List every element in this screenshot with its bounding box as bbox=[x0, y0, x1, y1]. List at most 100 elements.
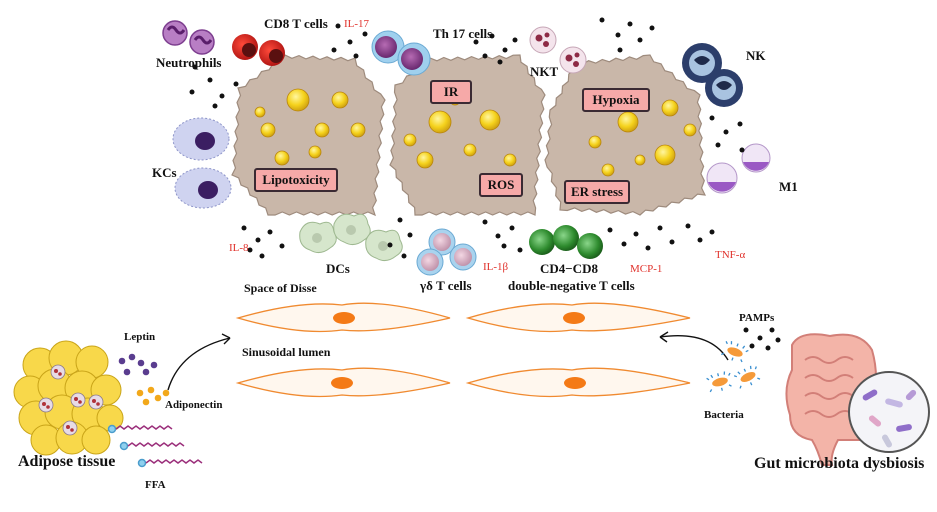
cytokine-dot bbox=[775, 337, 781, 343]
cytokine-dot bbox=[633, 231, 639, 237]
lipid-droplet bbox=[601, 163, 615, 177]
cytokine-dot bbox=[649, 25, 655, 31]
cytokine-dot bbox=[362, 31, 368, 37]
label-tnfa: TNF-α bbox=[715, 249, 746, 261]
cytokine-dots bbox=[189, 17, 781, 351]
lipid-droplet bbox=[463, 143, 477, 157]
cytokine-dot bbox=[509, 225, 515, 231]
lipid-droplet bbox=[286, 88, 310, 112]
adipose-macrophage bbox=[38, 397, 54, 413]
cytokine-dot bbox=[739, 147, 745, 153]
double-negative-t-cells bbox=[529, 225, 603, 259]
cytokine-dot bbox=[502, 47, 508, 53]
lipid-droplet bbox=[479, 109, 501, 131]
label-space-of-disse: Space of Disse bbox=[244, 281, 317, 295]
lipid-droplet bbox=[314, 122, 330, 138]
cytokine-dot bbox=[482, 53, 488, 59]
cytokine-dot bbox=[769, 327, 775, 333]
cytokine-dot bbox=[615, 32, 621, 38]
ffa-molecules bbox=[107, 424, 203, 468]
neutrophils-cells bbox=[162, 20, 215, 55]
cytokine-dot bbox=[607, 227, 613, 233]
lipid-droplet bbox=[260, 122, 276, 138]
label-nk: NK bbox=[746, 48, 766, 63]
tag-ir: IR bbox=[430, 80, 472, 104]
m1-macrophages bbox=[706, 143, 771, 194]
label-double-negative-t-cells: double-negative T cells bbox=[508, 278, 635, 293]
label-il17: IL-17 bbox=[344, 18, 370, 30]
cytokine-dot bbox=[241, 225, 247, 231]
nk-cells bbox=[682, 43, 743, 107]
lipid-droplet bbox=[308, 145, 322, 159]
tag-lipotoxicity: Lipotoxicity bbox=[254, 168, 338, 192]
cytokine-dot bbox=[749, 343, 755, 349]
lipid-droplet bbox=[683, 123, 697, 137]
cytokine-dot bbox=[685, 223, 691, 229]
th17-cells bbox=[371, 30, 431, 76]
cytokine-dot bbox=[517, 247, 523, 253]
lipid-droplet bbox=[428, 110, 452, 134]
cytokine-dot bbox=[407, 232, 413, 238]
lipid-droplet bbox=[634, 154, 646, 166]
cytokine-dot bbox=[212, 103, 218, 109]
label-cd4-cd8: CD4−CD8 bbox=[540, 261, 598, 276]
label-adiponectin: Adiponectin bbox=[165, 399, 223, 411]
label-bacteria: Bacteria bbox=[704, 409, 744, 421]
cytokine-dot bbox=[709, 229, 715, 235]
cytokine-dot bbox=[247, 247, 253, 253]
label-sinusoidal-lumen: Sinusoidal lumen bbox=[242, 345, 331, 359]
tag-er-stress: ER stress bbox=[564, 180, 630, 204]
cytokine-dot bbox=[495, 233, 501, 239]
adipose-macrophage bbox=[50, 364, 66, 380]
lipid-droplet bbox=[654, 144, 676, 166]
cytokine-dot bbox=[621, 241, 627, 247]
cytokine-dot bbox=[599, 17, 605, 23]
title-adipose-tissue: Adipose tissue bbox=[18, 453, 116, 470]
cytokine-dot bbox=[387, 242, 393, 248]
lipid-droplet bbox=[403, 133, 417, 147]
cytokine-dot bbox=[189, 89, 195, 95]
cytokine-dot bbox=[347, 39, 353, 45]
cytokine-dot bbox=[219, 93, 225, 99]
cytokine-dot bbox=[259, 253, 265, 259]
cytokine-dot bbox=[279, 243, 285, 249]
adipose-macrophage bbox=[62, 420, 78, 436]
cytokine-dot bbox=[697, 237, 703, 243]
tag-ros: ROS bbox=[479, 173, 523, 197]
cytokine-dot bbox=[255, 237, 261, 243]
cytokine-dot bbox=[482, 219, 488, 225]
label-il8: IL-8 bbox=[229, 242, 249, 254]
title-gut-microbiota-dysbiosis: Gut microbiota dysbiosis bbox=[754, 455, 925, 472]
lipid-droplet bbox=[588, 135, 602, 149]
cytokine-dot bbox=[501, 243, 507, 249]
adipose-macrophage bbox=[88, 394, 104, 410]
cytokine-dot bbox=[627, 21, 633, 27]
cytokine-dot bbox=[757, 335, 763, 341]
lipid-droplet bbox=[274, 150, 290, 166]
lipid-droplet bbox=[331, 91, 349, 109]
cytokine-dot bbox=[637, 37, 643, 43]
cytokine-dot bbox=[331, 47, 337, 53]
cytokine-dot bbox=[657, 225, 663, 231]
leptin-dots bbox=[118, 353, 158, 376]
label-gamma-delta-t-cells: γδ T cells bbox=[420, 278, 472, 293]
label-dcs: DCs bbox=[326, 261, 350, 276]
cytokine-dot bbox=[512, 37, 518, 43]
label-ffa: FFA bbox=[145, 479, 166, 491]
label-nkt: NKT bbox=[530, 64, 559, 79]
label-leptin: Leptin bbox=[124, 331, 156, 343]
lipid-droplet bbox=[661, 99, 679, 117]
cytokine-dot bbox=[715, 142, 721, 148]
cytokine-dot bbox=[233, 81, 239, 87]
lipid-droplet bbox=[617, 111, 639, 133]
cd8-t-cells bbox=[232, 34, 285, 66]
arrows bbox=[167, 331, 729, 391]
label-kcs: KCs bbox=[152, 165, 177, 180]
cytokine-dot bbox=[737, 121, 743, 127]
cytokine-dot bbox=[497, 59, 503, 65]
cytokine-dot bbox=[335, 23, 341, 29]
lipid-droplet bbox=[503, 153, 517, 167]
label-th17-cells: Th 17 cells bbox=[433, 26, 493, 41]
